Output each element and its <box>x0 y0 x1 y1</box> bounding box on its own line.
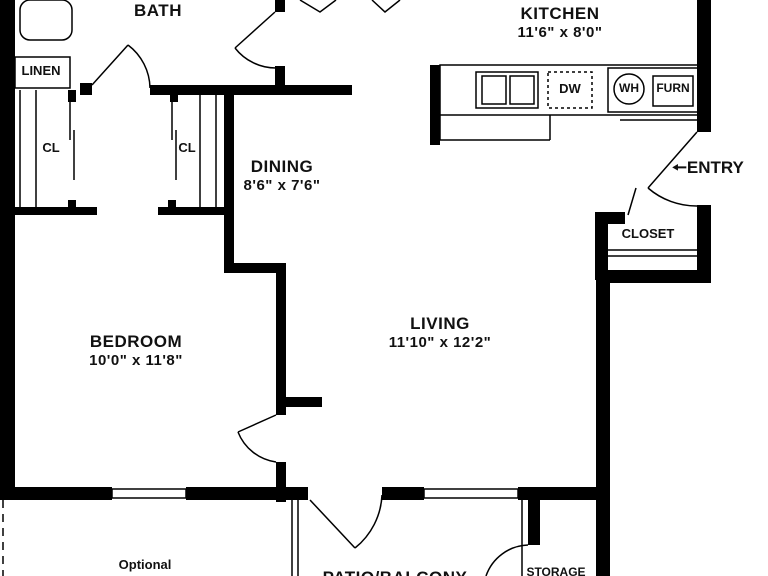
storage-label: STORAGE <box>526 565 586 576</box>
bath-side-door-arc <box>234 47 277 69</box>
room-patio: PATIO/BALCONY <box>305 568 485 576</box>
wall-closet-top <box>595 212 625 224</box>
linen-shelf <box>14 56 71 89</box>
wall-bedroom-right-lower <box>276 462 286 502</box>
wall-cl-right-bottom <box>158 207 234 215</box>
wall-cl-left-bottom <box>15 207 97 215</box>
thin-lines <box>2 0 699 576</box>
closet-left-label: CL <box>42 140 60 155</box>
bath-side-door-leaf <box>234 11 276 49</box>
room-living-dims: 11'10" x 12'2" <box>388 333 492 351</box>
sink-bowl-right <box>509 75 535 105</box>
dishwasher-label: DW <box>559 81 581 96</box>
room-bedroom-name: BEDROOM <box>89 332 183 351</box>
wall-cl-right-top <box>170 90 178 102</box>
wall-bedroom-right-upper <box>276 263 286 415</box>
wall-left-exterior <box>0 0 15 490</box>
wall-cl-left-top <box>68 90 76 102</box>
bathtub <box>19 0 73 41</box>
wall-bottom-1 <box>0 487 112 500</box>
room-dining: DINING 8'6" x 7'6" <box>222 157 342 194</box>
entry-marker: 🠔ENTRY <box>672 158 768 178</box>
water-heater-label: WH <box>619 81 639 95</box>
room-kitchen-name: KITCHEN <box>520 4 600 23</box>
water-heater <box>613 73 645 105</box>
bedroom-door-leaf <box>237 414 277 433</box>
wall-kitchen-right <box>697 0 711 132</box>
linen-label: LINEN <box>21 63 61 78</box>
wall-closet-bottom <box>598 270 711 283</box>
walls <box>0 0 711 576</box>
entry-label: ENTRY <box>686 158 744 177</box>
wall-cl-left-stub <box>68 200 76 210</box>
pantry-door-b <box>371 0 401 13</box>
patio-door-arc <box>354 494 383 549</box>
wall-kitchen-counter-end <box>430 65 440 145</box>
room-kitchen: KITCHEN 11'6" x 8'0" <box>470 4 650 42</box>
room-bath: BATH <box>128 1 188 21</box>
bedroom-door-arc <box>237 431 277 463</box>
sink-bowl-left <box>481 75 507 105</box>
wall-storage-left <box>528 497 540 545</box>
doors <box>91 0 698 576</box>
window-bedroom <box>111 488 187 499</box>
wall-cl-right-stub <box>168 200 176 210</box>
pantry-door-a <box>299 0 337 13</box>
room-dining-name: DINING <box>250 157 314 176</box>
wall-bath-stub <box>80 83 92 95</box>
closet-door-leaf <box>627 187 637 216</box>
wall-dining-bottom <box>224 263 286 273</box>
storage-door-arc <box>485 544 529 576</box>
arrow-left-icon: 🠔 <box>672 158 687 177</box>
room-bedroom: BEDROOM 10'0" x 11'8" <box>58 332 214 369</box>
wall-living-right <box>596 280 610 576</box>
closet-label: CLOSET <box>621 226 675 241</box>
sink <box>475 71 539 109</box>
furnace-label: FURN <box>656 81 690 95</box>
room-living-name: LIVING <box>410 314 470 333</box>
bath-door-arc <box>127 44 151 89</box>
wall-bottom-2 <box>186 487 308 500</box>
wall-entry-right <box>697 205 711 283</box>
wall-bath-dining <box>150 85 352 95</box>
furnace <box>652 75 694 107</box>
window-living <box>423 488 519 499</box>
wall-bath-right-stub <box>275 0 285 12</box>
dishwasher <box>547 71 593 109</box>
room-patio-name: PATIO/BALCONY <box>323 568 468 576</box>
room-kitchen-dims: 11'6" x 8'0" <box>517 24 603 42</box>
room-living: LIVING 11'10" x 12'2" <box>360 314 520 351</box>
entry-door-leaf <box>647 131 698 189</box>
room-optional: Optional <box>100 557 190 573</box>
room-bedroom-dims: 10'0" x 11'8" <box>89 351 183 369</box>
wall-dining-left <box>224 92 234 270</box>
wall-bottom-4 <box>518 487 610 500</box>
wall-bath-right <box>275 66 285 92</box>
room-dining-dims: 8'6" x 7'6" <box>243 176 321 194</box>
wall-bottom-3 <box>382 487 424 500</box>
patio-door-leaf <box>309 499 356 549</box>
closet-right-label: CL <box>178 140 196 155</box>
entry-door-arc <box>647 187 698 207</box>
room-bath-name: BATH <box>134 1 182 20</box>
utility-closet <box>607 67 699 113</box>
wall-stub-living <box>286 397 322 407</box>
bath-door-leaf <box>91 44 129 86</box>
room-optional-name: Optional <box>118 557 172 572</box>
wall-closet-left <box>595 212 608 280</box>
